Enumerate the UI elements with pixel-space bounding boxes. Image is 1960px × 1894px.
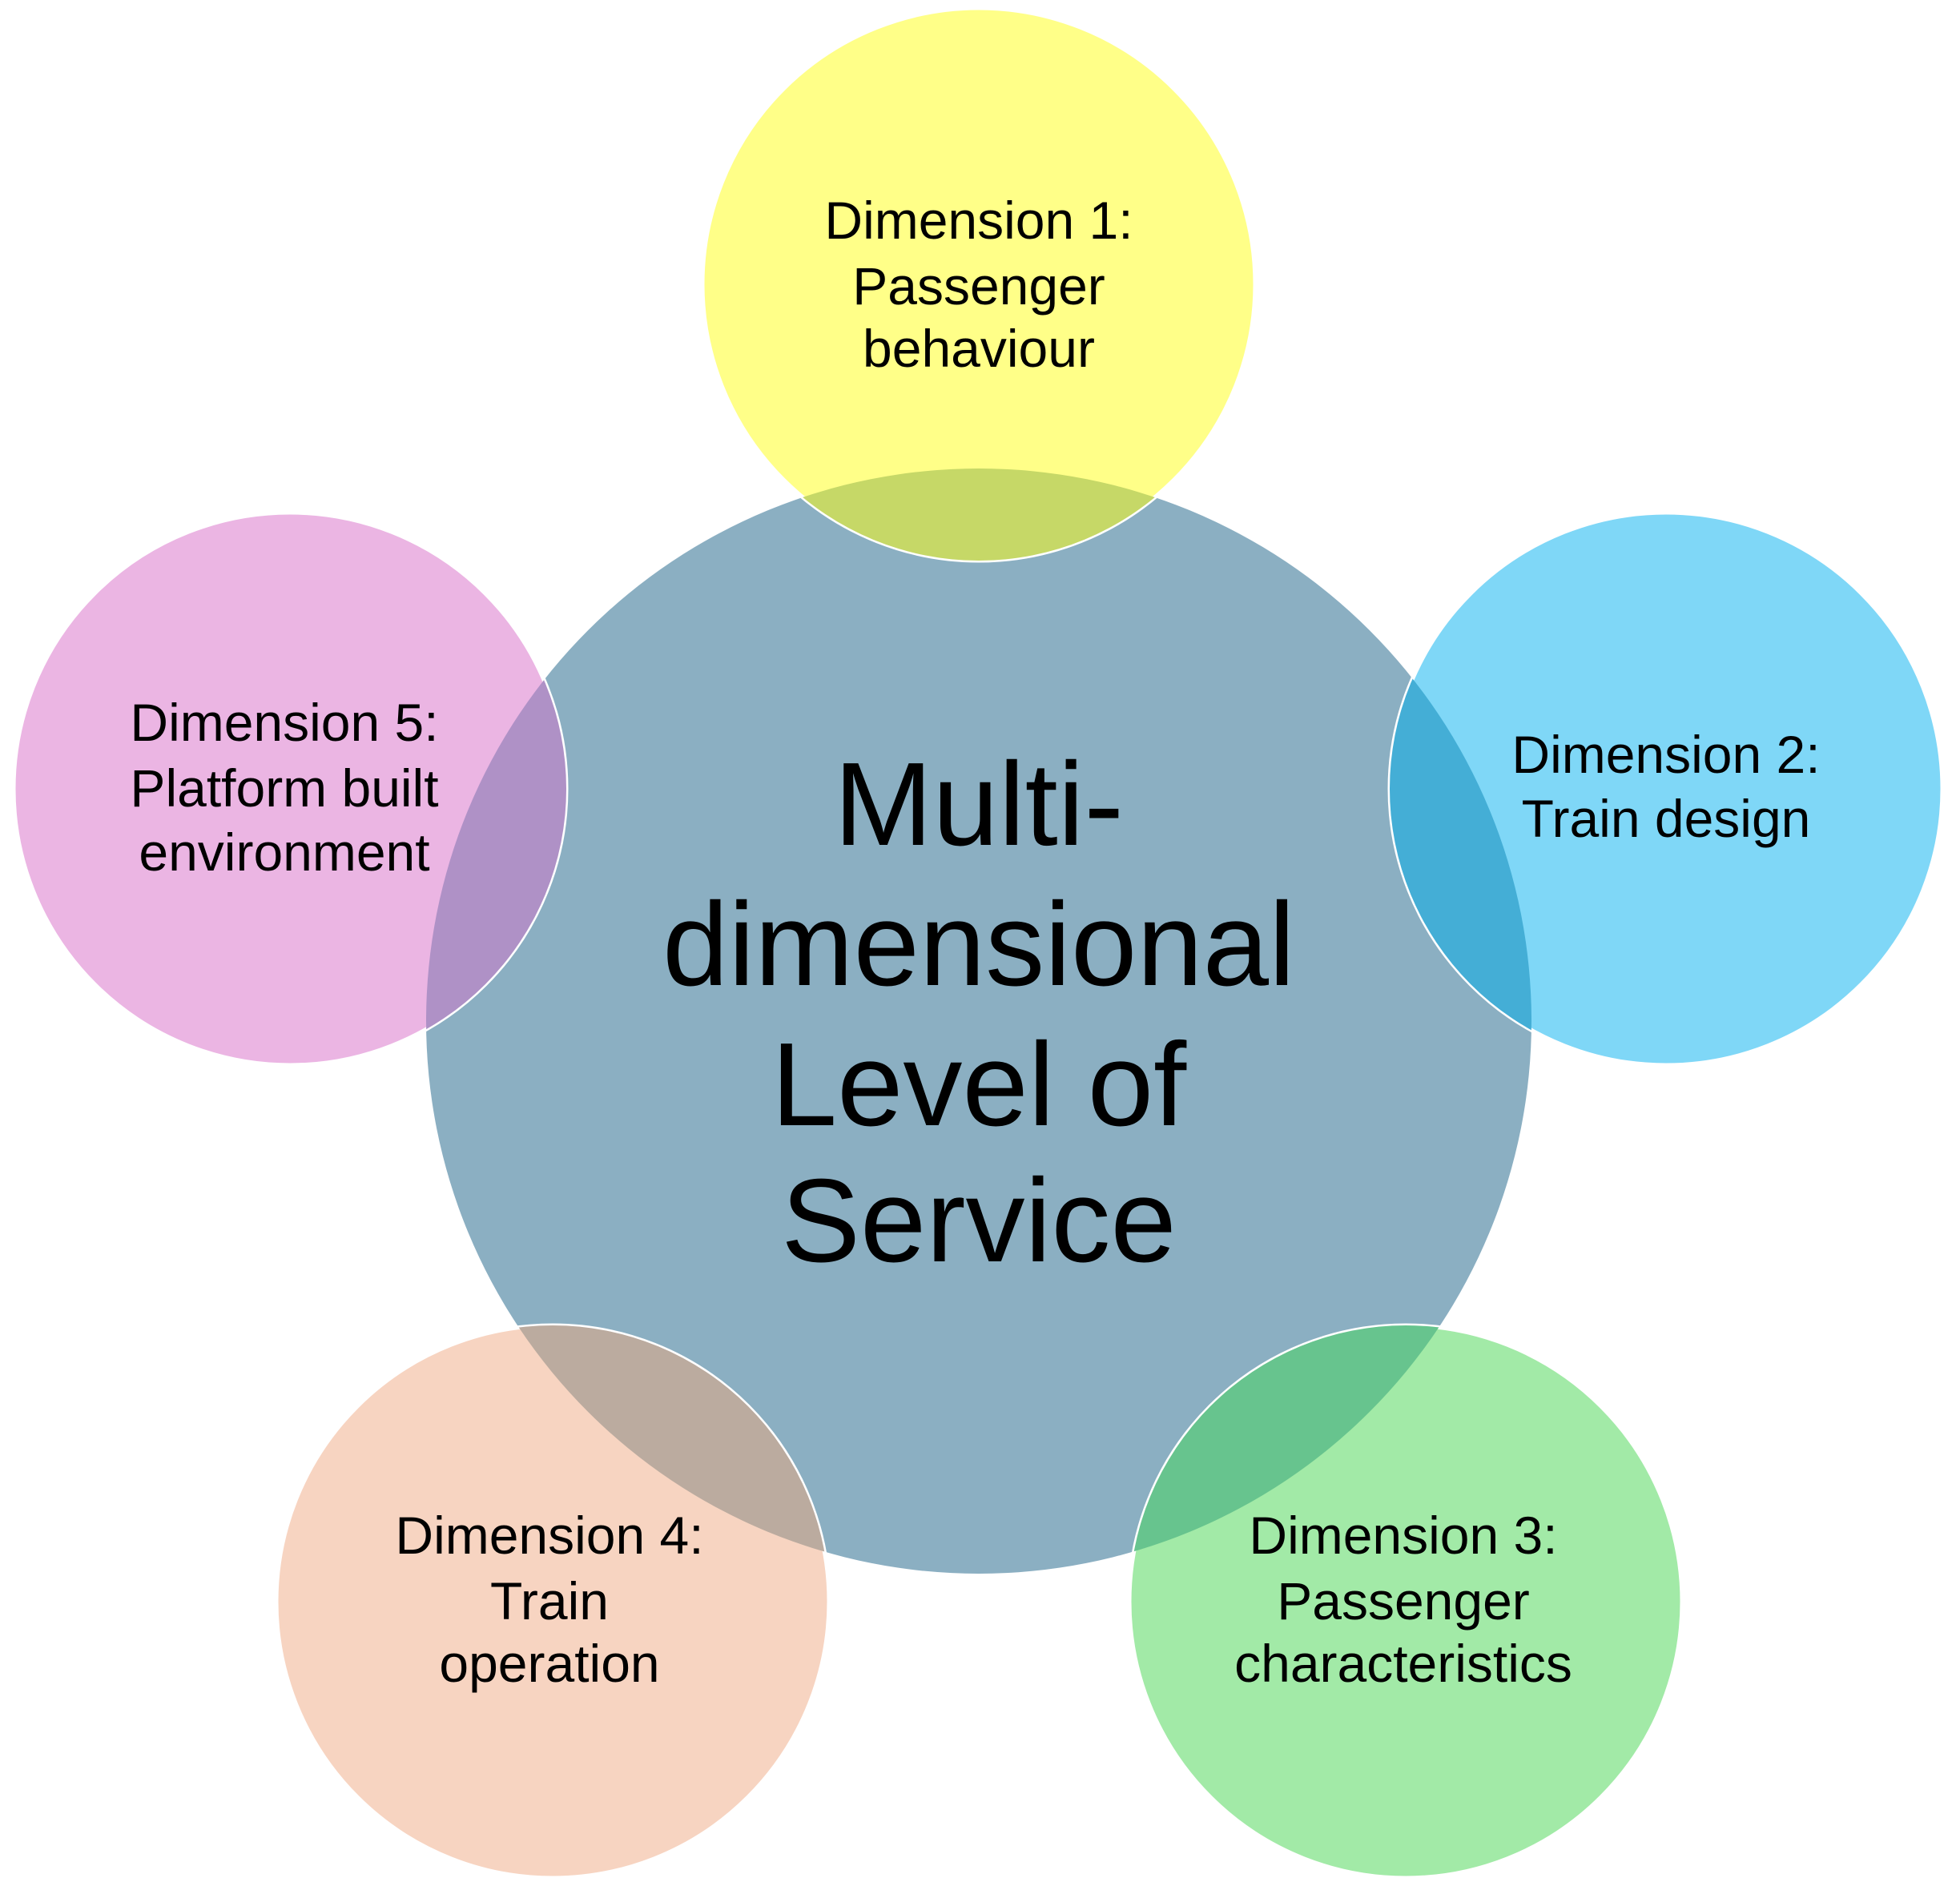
dimension-2-label-line-2: Train design xyxy=(1522,789,1811,848)
dimension-4-label: Dimension 4: Train operation xyxy=(395,1506,703,1693)
center-circle xyxy=(426,468,1531,1574)
dimension-2-label: Dimension 2: Train design xyxy=(1511,725,1820,848)
dimension-1-label-line-1: Dimension 1: xyxy=(824,191,1133,250)
dimension-1-label-line-2: Passenger xyxy=(852,256,1105,316)
dimension-2-node xyxy=(1387,510,1945,1068)
center-label-line-4: Service xyxy=(781,1155,1177,1287)
dimension-3-overlap xyxy=(1129,1325,1531,1574)
dimension-3-node xyxy=(1127,1323,1684,1880)
dimension-4-label-line-2: Train xyxy=(490,1571,609,1631)
dimension-5-label-line-3: environment xyxy=(139,822,429,882)
dimension-1-label-line-3: behaviour xyxy=(863,319,1095,378)
dimension-5-label-line-2: Platform built xyxy=(130,758,438,818)
dimension-3-label: Dimension 3: Passenger characteristics xyxy=(1234,1506,1572,1693)
dimension-1-label: Dimension 1: Passenger behaviour xyxy=(824,191,1133,378)
dimension-3-label-line-3: characteristics xyxy=(1234,1634,1572,1693)
dimension-5-label-line-1: Dimension 5: xyxy=(130,693,438,752)
dimension-5-node xyxy=(11,510,569,1068)
center-label-line-1: Multi- xyxy=(834,738,1124,871)
dimension-5-label: Dimension 5: Platform built environment xyxy=(130,693,438,882)
dimension-4-label-line-3: operation xyxy=(439,1634,659,1693)
dimension-3-label-line-2: Passenger xyxy=(1277,1571,1530,1631)
dimension-4-node xyxy=(274,1323,831,1880)
dimension-2-label-line-1: Dimension 2: xyxy=(1511,725,1820,784)
center-label-line-3: Level of xyxy=(771,1019,1187,1151)
dimension-4-label-line-1: Dimension 4: xyxy=(395,1506,703,1565)
dimension-3-label-line-1: Dimension 3: xyxy=(1249,1506,1557,1565)
center-label: Multi- dimensional Level of Service xyxy=(662,738,1295,1287)
dimension-1-node xyxy=(700,6,1258,563)
center-label-line-2: dimensional xyxy=(662,879,1295,1011)
dimension-4-overlap xyxy=(426,1325,829,1574)
